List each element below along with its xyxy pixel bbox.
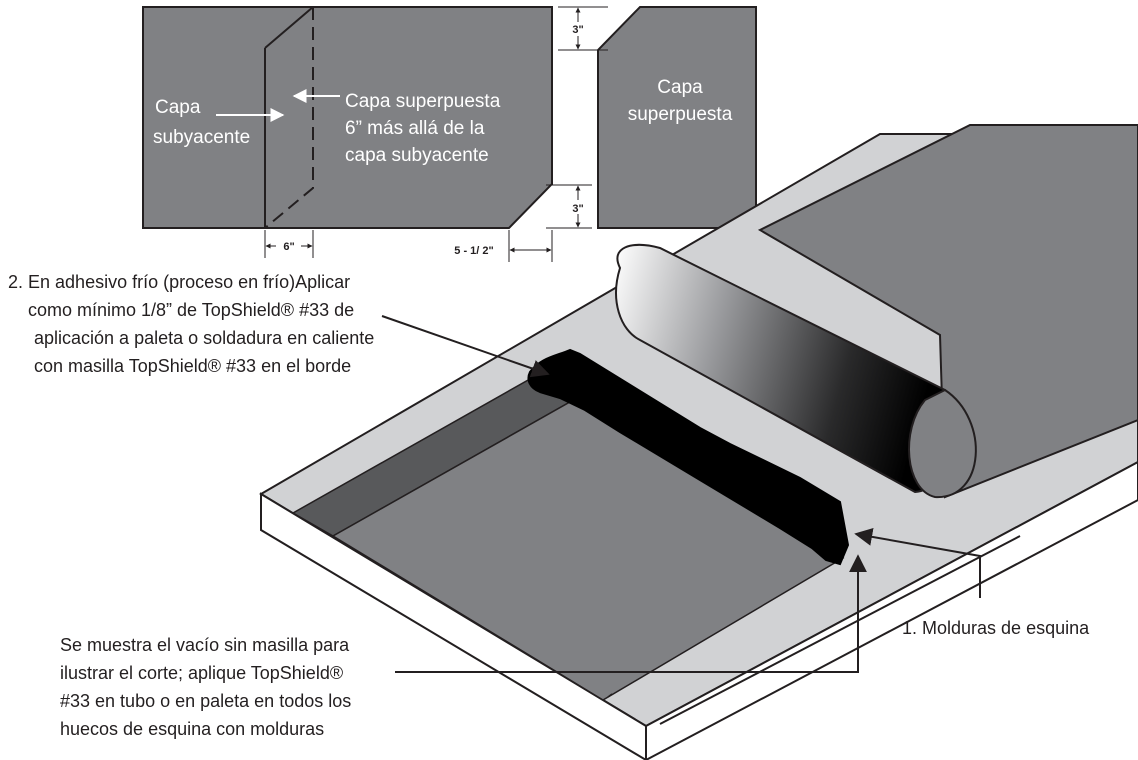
- overlay-label-2: superpuesta: [628, 104, 733, 125]
- note-leader: [395, 554, 867, 673]
- overlay-label-1: Capa: [657, 77, 703, 98]
- step2-leader: [381, 315, 550, 378]
- note-callout: Se muestra el vacío sin masilla para ilu…: [60, 635, 351, 739]
- note-line-3: #33 en tubo o en paleta en todos los: [60, 691, 351, 711]
- dimension-6in: 6": [264, 230, 314, 258]
- overlap-label-2: 6” más allá de la: [345, 118, 485, 139]
- dimension-5-5in: 5 - 1/ 2": [454, 230, 553, 262]
- plan-view: Capa subyacente Capa superpuesta 6” más …: [142, 6, 757, 262]
- mastic-bead: [527, 348, 850, 566]
- underlayer-label-2: subyacente: [153, 127, 250, 148]
- step2-line-4: con masilla TopShield® #33 en el borde: [34, 356, 351, 376]
- overlap-label-3: capa subyacente: [345, 145, 489, 166]
- dim-bottom-label: 3": [572, 203, 583, 215]
- dim-5-5in-label: 5 - 1/ 2": [454, 245, 493, 257]
- left-membrane-sheet: [142, 6, 553, 229]
- step2-line-2: como mínimo 1/8” de TopShield® #33 de: [28, 300, 354, 320]
- note-line-4: huecos de esquina con molduras: [60, 719, 324, 739]
- step1-callout: 1. Molduras de esquina: [902, 618, 1090, 638]
- step2-line-1: 2. En adhesivo frío (proceso en frío)Apl…: [8, 272, 350, 292]
- roll-end-cap: [908, 388, 977, 499]
- right-membrane-sheet: [597, 6, 757, 229]
- dim-6in-label: 6": [283, 241, 294, 253]
- rolled-membrane-sheet: [757, 124, 1138, 499]
- dimension-top-3in: 3": [558, 6, 608, 51]
- note-line-2: ilustrar el corte; aplique TopShield®: [60, 663, 343, 683]
- dim-top-label: 3": [572, 24, 583, 36]
- note-line-1: Se muestra el vacío sin masilla para: [60, 635, 350, 655]
- step1-leader: [854, 527, 981, 598]
- underlayer-label-1: Capa: [155, 97, 201, 118]
- dimension-bottom-3in: 3": [546, 184, 592, 229]
- overlap-label-1: Capa superpuesta: [345, 91, 501, 112]
- step2-line-3: aplicación a paleta o soldadura en calie…: [34, 328, 374, 348]
- overlap-edge-dashed-line: [264, 7, 314, 229]
- substrate-right-edge: [659, 535, 1021, 725]
- step2-callout: 2. En adhesivo frío (proceso en frío)Apl…: [8, 272, 374, 376]
- isometric-view: [259, 124, 1138, 760]
